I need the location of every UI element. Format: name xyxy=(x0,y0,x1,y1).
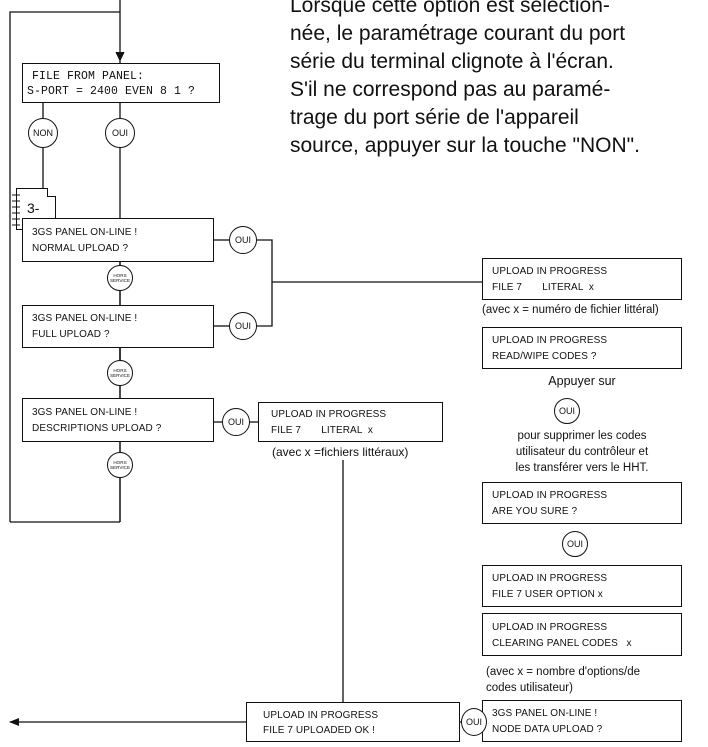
screen-line-2: CLEARING PANEL CODES x xyxy=(492,638,632,649)
screen-descriptions-upload: 3GS PANEL ON-LINE ! DESCRIPTIONS UPLOAD … xyxy=(22,398,214,442)
screen-line-2: FULL UPLOAD ? xyxy=(32,329,110,340)
note-delete-codes-2: utilisateur du contrôleur et xyxy=(515,446,649,458)
screen-line-2: READ/WIPE CODES ? xyxy=(492,351,597,362)
screen-are-you-sure: UPLOAD IN PROGRESS ARE YOU SURE ? xyxy=(482,482,682,524)
notebook-spiral-icon xyxy=(12,194,20,226)
screen-line-1: 3GS PANEL ON-LINE ! xyxy=(32,407,138,418)
screen-line-1: 3GS PANEL ON-LINE ! xyxy=(32,227,138,238)
note-literal-number: (avec x = numéro de fichier littéral) xyxy=(482,304,659,316)
screen-line-2: FILE 7 LITERAL x xyxy=(492,282,594,293)
page-corner-icon xyxy=(47,188,56,197)
screen-node-data-upload: 3GS PANEL ON-LINE ! NODE DATA UPLOAD ? xyxy=(482,700,682,742)
screen-line-1: UPLOAD IN PROGRESS xyxy=(492,622,608,633)
screen-line-2: FILE 7 UPLOADED OK ! xyxy=(263,725,376,736)
screen-full-upload: 3GS PANEL ON-LINE ! FULL UPLOAD ? xyxy=(22,305,214,348)
paragraph-line: série du terminal clignote à l'écran. xyxy=(290,50,614,73)
screen-line-1: UPLOAD IN PROGRESS xyxy=(271,409,387,420)
screen-line-1: 3GS PANEL ON-LINE ! xyxy=(32,313,138,324)
screen-normal-upload: 3GS PANEL ON-LINE ! NORMAL UPLOAD ? xyxy=(22,218,214,262)
paragraph-line: S'il ne correspond pas au paramé- xyxy=(290,78,611,101)
oui-key[interactable]: OUI xyxy=(229,312,257,340)
paragraph-line: source, appuyer sur la touche "NON". xyxy=(290,134,640,157)
screen-line-1: FILE FROM PANEL: xyxy=(32,70,145,83)
screen-line-2: DESCRIPTIONS UPLOAD ? xyxy=(32,423,162,434)
oui-key[interactable]: OUI xyxy=(229,226,257,254)
screen-line-2: NODE DATA UPLOAD ? xyxy=(492,724,603,735)
instruction-paragraph: Lorsque cette option est sélection- née,… xyxy=(290,0,708,160)
screen-line-1: UPLOAD IN PROGRESS xyxy=(492,573,608,584)
screen-uploaded-ok: UPLOAD IN PROGRESS FILE 7 UPLOADED OK ! xyxy=(246,702,460,742)
oui-key[interactable]: OUI xyxy=(461,708,487,736)
screen-line-1: UPLOAD IN PROGRESS xyxy=(492,490,608,501)
screen-line-2: FILE 7 LITERAL x xyxy=(271,425,373,436)
screen-user-option: UPLOAD IN PROGRESS FILE 7 USER OPTION x xyxy=(482,565,682,607)
screen-line-1: UPLOAD IN PROGRESS xyxy=(263,710,379,721)
note-delete-codes-1: pour supprimer les codes xyxy=(517,430,647,442)
loop-top-line xyxy=(9,11,120,522)
screen-file-from-panel: FILE FROM PANEL: S-PORT = 2400 EVEN 8 1 … xyxy=(22,63,220,103)
screen-line-2: NORMAL UPLOAD ? xyxy=(32,243,129,254)
screen-line-2: S-PORT = 2400 EVEN 8 1 ? xyxy=(27,85,196,98)
hors-service-key[interactable]: HORS SERVICE xyxy=(107,265,133,291)
oui-key[interactable]: OUI xyxy=(562,531,588,557)
screen-line-1: 3GS PANEL ON-LINE ! xyxy=(492,708,598,719)
note-press-on: Appuyer sur xyxy=(548,374,616,388)
non-key[interactable]: NON xyxy=(28,118,58,148)
paragraph-line: trage du port série de l'appareil xyxy=(290,106,579,129)
hors-service-key[interactable]: HORS SERVICE xyxy=(107,360,133,386)
note-options-count-1: (avec x = nombre d'options/de xyxy=(486,666,641,678)
screen-upload-literal-number: UPLOAD IN PROGRESS FILE 7 LITERAL x xyxy=(482,258,682,300)
screen-line-2: ARE YOU SURE ? xyxy=(492,506,578,517)
screen-read-wipe-codes: UPLOAD IN PROGRESS READ/WIPE CODES ? xyxy=(482,327,682,369)
note-options-count-2: codes utilisateur) xyxy=(486,682,573,694)
oui-key[interactable]: OUI xyxy=(222,408,250,436)
screen-upload-literal-files: UPLOAD IN PROGRESS FILE 7 LITERAL x xyxy=(258,402,443,442)
note-literal-files: (avec x =fichiers littéraux) xyxy=(272,445,409,459)
oui-key[interactable]: OUI xyxy=(105,118,135,148)
screen-line-2: FILE 7 USER OPTION x xyxy=(492,589,603,600)
note-delete-codes-3: les transférer vers le HHT. xyxy=(515,462,649,474)
screen-clearing-panel-codes: UPLOAD IN PROGRESS CLEARING PANEL CODES … xyxy=(482,613,682,656)
oui-key[interactable]: OUI xyxy=(554,398,580,424)
screen-line-1: UPLOAD IN PROGRESS xyxy=(492,335,608,346)
hors-service-key[interactable]: HORS SERVICE xyxy=(107,452,133,478)
paragraph-line: née, le paramétrage courant du port xyxy=(290,22,626,45)
screen-line-1: UPLOAD IN PROGRESS xyxy=(492,266,608,277)
paragraph-line: Lorsque cette option est sélection- xyxy=(290,0,610,17)
